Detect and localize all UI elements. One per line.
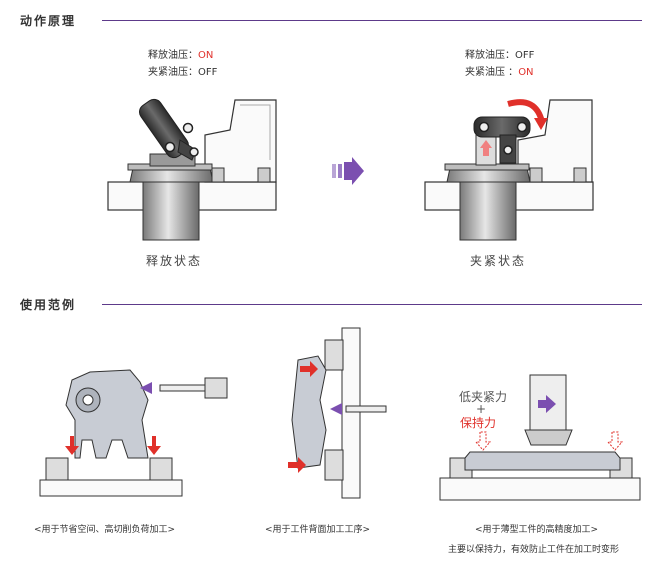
section-divider xyxy=(102,20,642,21)
transition-arrow xyxy=(332,157,364,185)
clamp-caption: 夹紧状态 xyxy=(470,254,527,268)
release-state-illustration xyxy=(107,98,277,241)
release-caption: 释放状态 xyxy=(146,254,203,268)
clamp-state-illustration xyxy=(424,99,594,241)
low-clamp-force-label: 低夹紧力 xyxy=(459,390,508,404)
example-3-caption: <用于薄型工件的高精度加工> xyxy=(475,525,599,535)
left-clamp-status: 夹紧油压：OFF xyxy=(148,67,218,78)
example-1-caption: <用于节省空间、高切削负荷加工> xyxy=(34,525,176,535)
example-3-illustration xyxy=(439,374,641,501)
plus-label: + xyxy=(476,402,487,416)
example-1-illustration xyxy=(39,369,228,497)
left-release-status: 释放油压：ON xyxy=(148,50,214,61)
holding-force-label: 保持力 xyxy=(460,416,497,430)
example-2-illustration xyxy=(288,327,387,499)
right-clamp-status: 夹紧油压 ：ON xyxy=(465,67,534,78)
example-3-subcaption: 主要以保持力，有效防止工件在加工时变形 xyxy=(448,545,620,555)
section-divider-2 xyxy=(102,304,642,305)
right-release-status: 释放油压：OFF xyxy=(465,50,535,61)
example-2-caption: <用于工件背面加工工序> xyxy=(265,525,371,535)
section-title-examples: 使用范例 xyxy=(20,298,77,312)
section-title-principle: 动作原理 xyxy=(20,14,77,28)
